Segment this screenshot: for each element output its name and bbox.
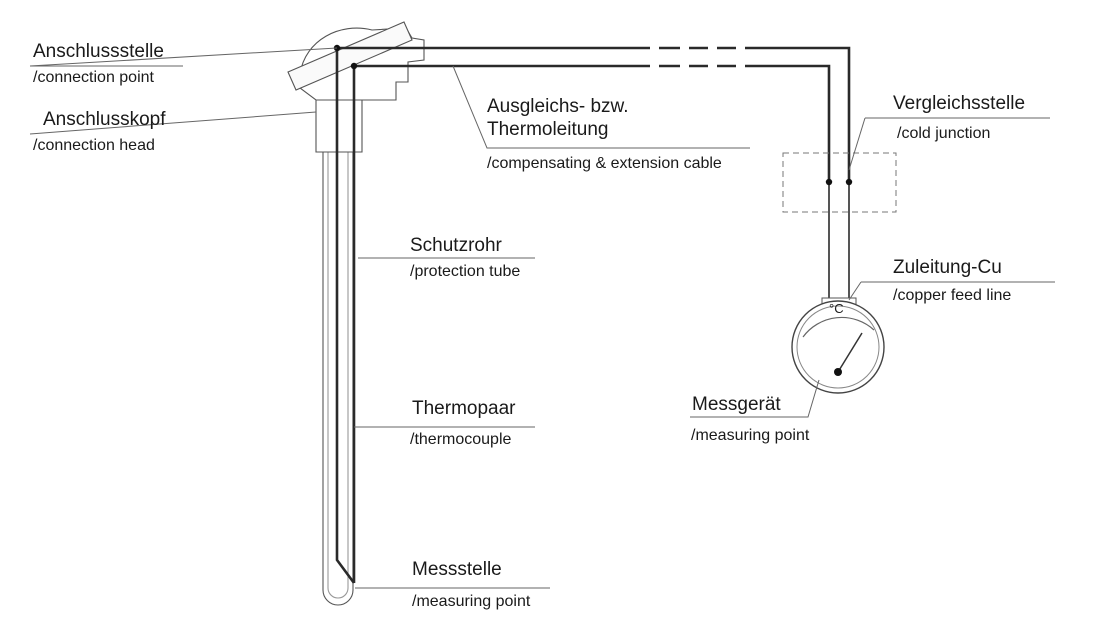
connection-point-label-en: /connection point	[33, 69, 154, 86]
compensating-cable-label-de-line2: Thermoleitung	[487, 119, 609, 140]
thermocouple-label-en: /thermocouple	[410, 431, 512, 448]
thermocouple-label-de: Thermopaar	[412, 398, 516, 419]
measuring-point-label-en: /measuring point	[412, 593, 531, 610]
cold-junction-dot-2	[845, 178, 853, 186]
connection-point-dot-2	[350, 62, 358, 70]
connection-head-label-en: /connection head	[33, 137, 155, 154]
copper-feed-line-label-en: /copper feed line	[893, 287, 1012, 304]
protection-tube-label-en: /protection tube	[410, 263, 521, 280]
connection-head	[287, 21, 425, 153]
copper-feed-line	[828, 182, 850, 298]
copper-feed-line-label-de: Zuleitung-Cu	[893, 257, 1002, 278]
measuring-device	[791, 297, 885, 394]
connection-point-label-de: Anschlussstelle	[33, 41, 164, 62]
leader-lines	[29, 47, 1055, 589]
measuring-point-label-de: Messstelle	[412, 559, 502, 580]
cold-junction-label-de: Vergleichsstelle	[893, 93, 1026, 114]
cold-junction-dot-1	[825, 178, 833, 186]
gauge-unit-label: °C	[829, 301, 844, 316]
connection-head-label-de: Anschlusskopf	[43, 109, 166, 130]
measuring-device-label-de: Messgerät	[692, 394, 781, 415]
protection-tube-label-de: Schutzrohr	[410, 235, 502, 256]
compensating-cable	[337, 46, 851, 182]
thermocouple-wires	[335, 48, 356, 584]
compensating-cable-label-en: /compensating & extension cable	[487, 155, 722, 172]
cold-junction-label-en: /cold junction	[897, 125, 991, 142]
measuring-device-label-en: /measuring point	[691, 427, 810, 444]
cold-junction-box	[782, 152, 897, 213]
compensating-cable-label-de-line1: Ausgleichs- bzw.	[487, 96, 629, 117]
